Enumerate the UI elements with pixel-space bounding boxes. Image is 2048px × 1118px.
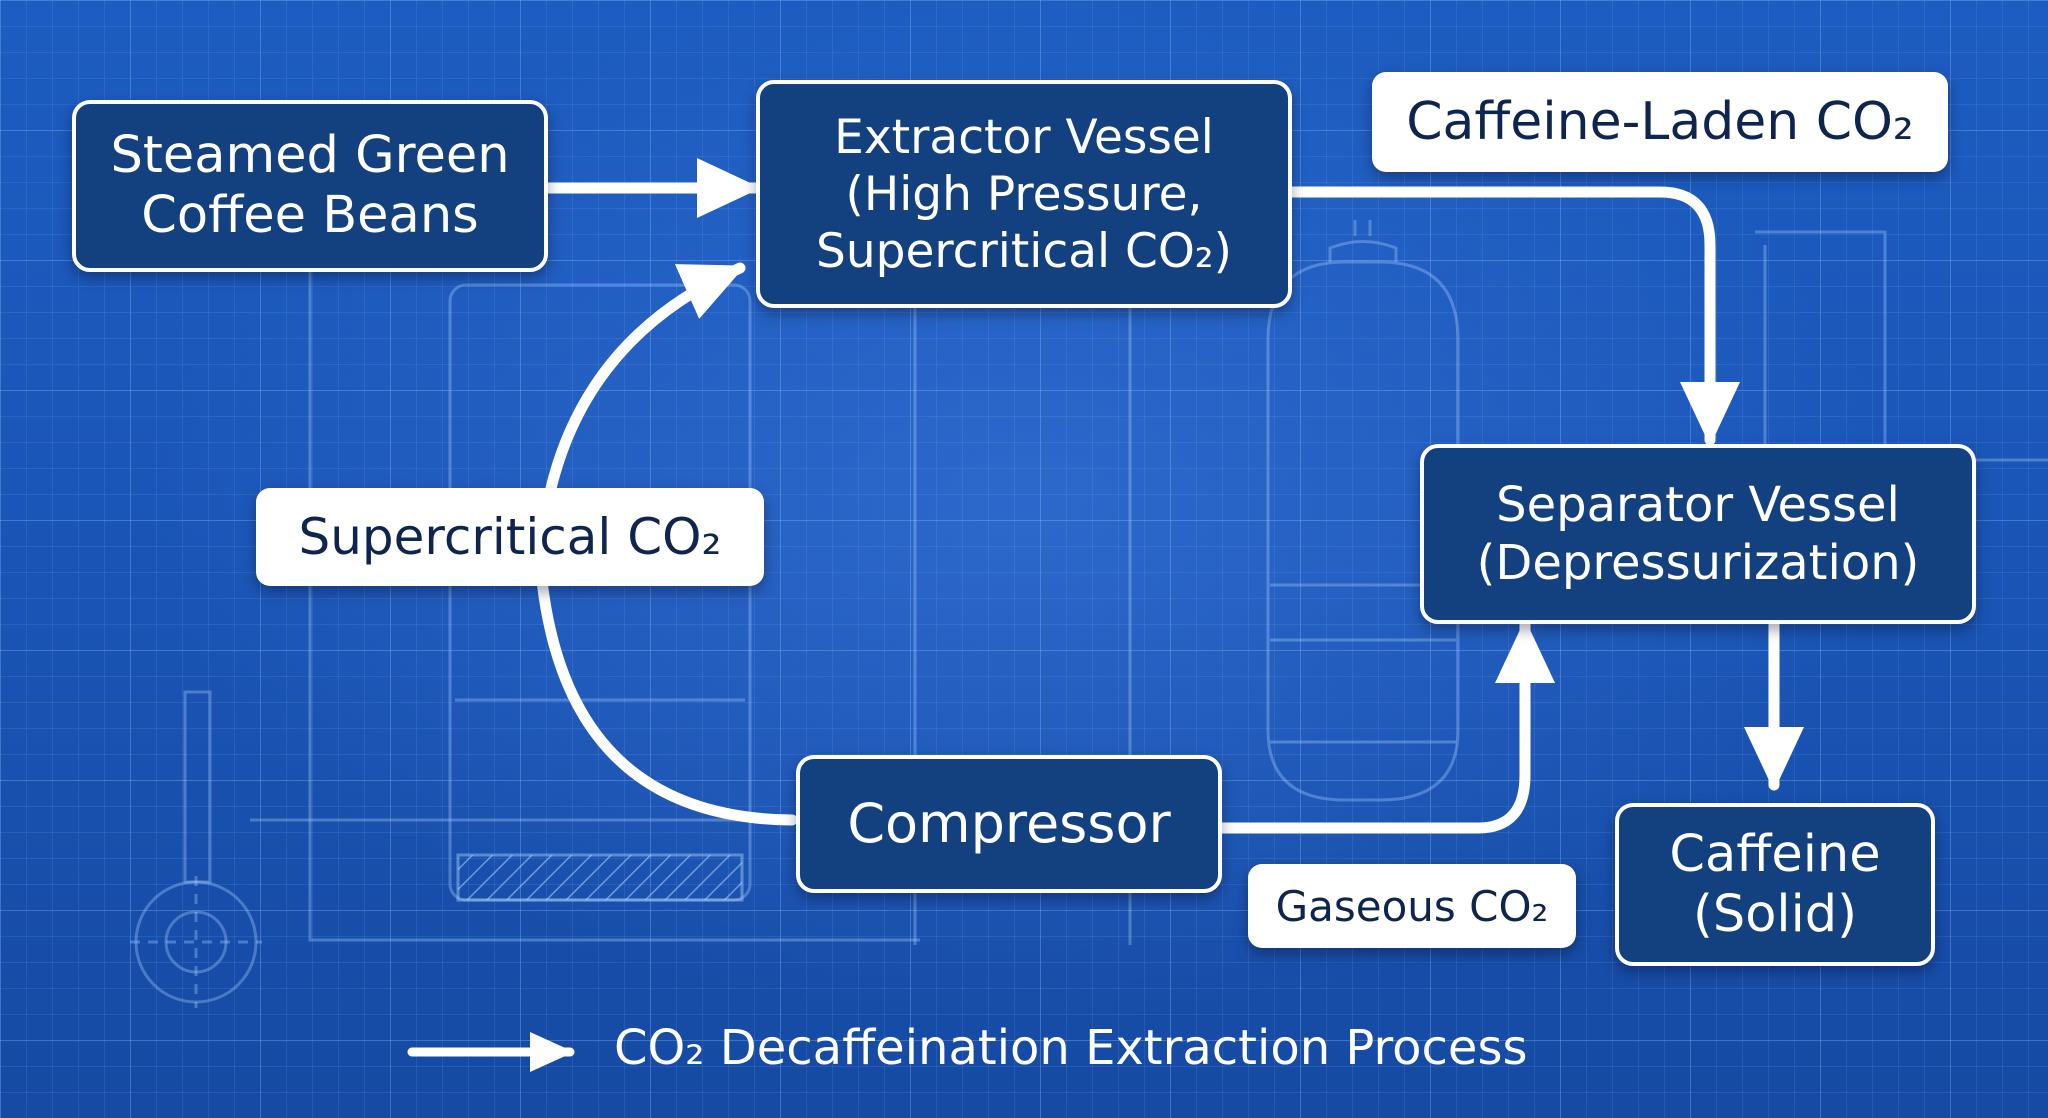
node-separator-vessel: Separator Vessel (Depressurization): [1420, 444, 1976, 624]
node-beans-line-1: Steamed Green: [110, 126, 510, 185]
legend: CO₂ Decaffeination Extraction Process: [590, 1020, 1527, 1076]
edge-compressor-to-separator: [1216, 619, 1555, 834]
node-beans-line-2: Coffee Beans: [141, 186, 479, 245]
edge-extractor-to-separator: [1286, 186, 1740, 446]
label-gaseous-co2: Gaseous CO₂: [1248, 864, 1576, 948]
node-caffeine-solid: Caffeine (Solid): [1615, 803, 1935, 966]
node-separator-line-1: Separator Vessel: [1496, 477, 1900, 533]
node-extractor-line-2: (High Pressure,: [845, 166, 1203, 222]
label-supercritical-co2: Supercritical CO₂: [256, 488, 764, 586]
legend-text: CO₂ Decaffeination Extraction Process: [614, 1020, 1528, 1076]
node-separator-line-2: (Depressurization): [1476, 535, 1920, 591]
node-extractor-line-3: Supercritical CO₂): [815, 223, 1232, 279]
node-extractor-vessel: Extractor Vessel (High Pressure, Supercr…: [756, 80, 1292, 308]
label-caffeine-laden-co2: Caffeine-Laden CO₂: [1372, 72, 1948, 172]
node-caffeine-line-2: (Solid): [1692, 884, 1858, 944]
node-extractor-line-1: Extractor Vessel: [834, 109, 1214, 165]
node-green-coffee-beans: Steamed Green Coffee Beans: [72, 100, 548, 272]
blueprint-background-drawings: [130, 220, 2048, 1008]
node-compressor: Compressor: [796, 755, 1222, 893]
node-compressor-line-1: Compressor: [847, 792, 1171, 855]
node-caffeine-line-1: Caffeine: [1669, 824, 1881, 884]
